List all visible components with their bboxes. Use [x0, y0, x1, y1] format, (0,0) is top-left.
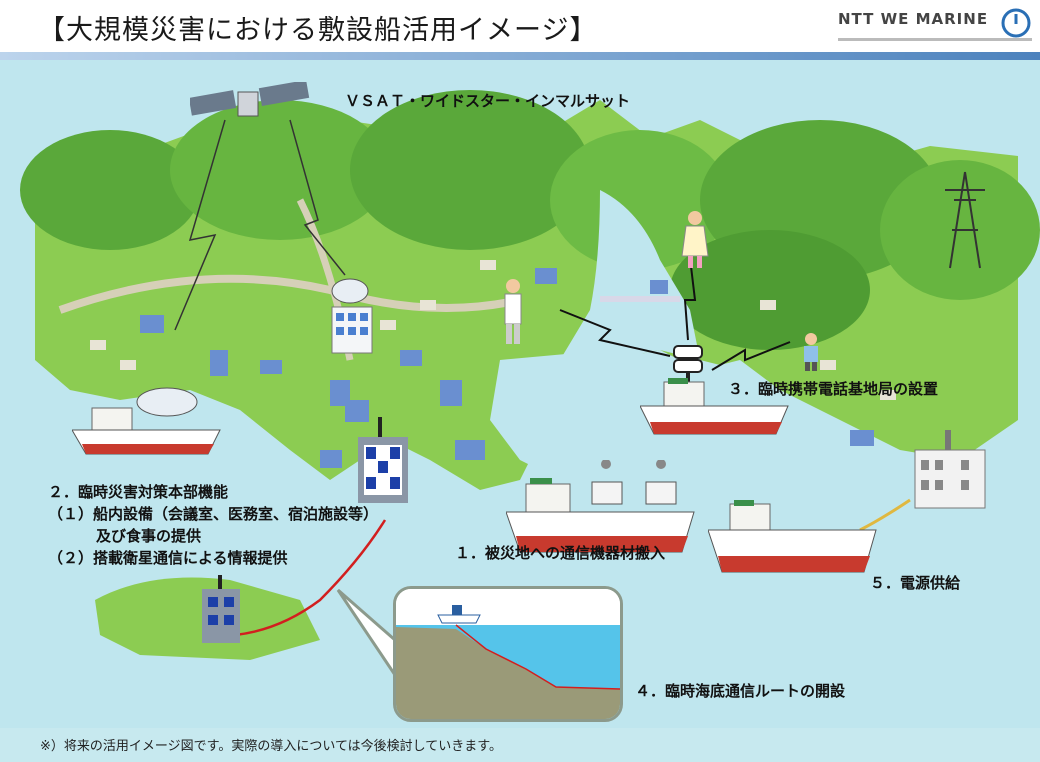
- inset-pointer: [338, 590, 395, 675]
- person-child-icon: [800, 332, 822, 372]
- footer-note: ※）将来の活用イメージ図です。実際の導入については今後検討していきます。: [40, 735, 502, 754]
- item5-label: ５．電源供給: [870, 572, 960, 593]
- hill-3: [350, 90, 590, 250]
- brand-name: NTT WE MARINE: [838, 10, 988, 28]
- person-woman-icon: [680, 210, 710, 270]
- bridge: [600, 296, 680, 302]
- truck-icon: [592, 460, 676, 504]
- footer: ※）将来の活用イメージ図です。実際の導入については今後検討していきます。: [0, 728, 1040, 762]
- person-icon: [500, 278, 526, 346]
- submarine-inset: [393, 586, 623, 722]
- header: 【大規模災害における敷設船活用イメージ】 NTT WE MARINE: [0, 0, 1040, 58]
- brand-underline: [838, 38, 1032, 41]
- item1-label: １．被災地への通信機器材搬入: [455, 542, 665, 563]
- factory-icon: [905, 430, 995, 510]
- item2-sub2: （２）搭載衛星通信による情報提供: [48, 547, 288, 568]
- page-title: 【大規模災害における敷設船活用イメージ】: [38, 8, 597, 47]
- satellite-icon: [190, 82, 310, 132]
- cable-ship-2: [72, 378, 222, 458]
- hill-1: [20, 130, 200, 250]
- header-band: [0, 52, 1040, 60]
- cable-ship-5: [708, 500, 878, 576]
- item3-label: ３．臨時携帯電話基地局の設置: [728, 378, 938, 399]
- dish-antenna-building-icon: [328, 275, 376, 355]
- item2-title: ２．臨時災害対策本部機能: [48, 481, 228, 502]
- island-building-icon: [198, 575, 244, 645]
- item4-label: ４．臨時海底通信ルートの開設: [635, 680, 845, 701]
- power-tower-icon: [940, 170, 990, 270]
- item2-sub1: （１）船内設備（会議室、医務室、宿泊施設等）: [48, 503, 378, 524]
- seabed-cross-section: [396, 589, 620, 719]
- headquarters-building-icon: [350, 415, 412, 505]
- company-logo-icon: [1001, 8, 1031, 38]
- satellite-label: ＶＳＡＴ・ワイドスター・インマルサット: [345, 90, 630, 111]
- item2-sub1b: 及び食事の提供: [96, 525, 201, 546]
